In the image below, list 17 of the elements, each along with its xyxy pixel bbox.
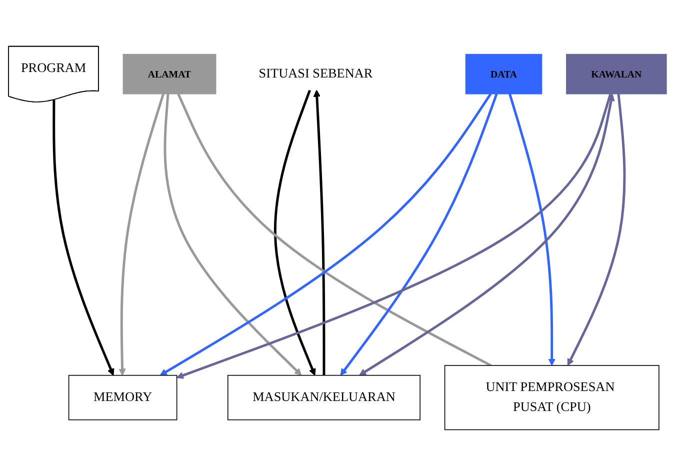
node-text: SITUASI SEBENAR — [258, 66, 373, 81]
node-box: MEMORY — [68, 374, 178, 420]
node-box: MASUKAN/KELUARAN — [227, 374, 420, 420]
arrow — [567, 94, 626, 366]
arrow — [359, 94, 615, 376]
arrow — [274, 90, 316, 376]
arrow — [176, 94, 612, 379]
arrow — [508, 94, 556, 366]
arrow — [313, 90, 326, 376]
node-box: DATA — [465, 54, 542, 94]
node-box: UNIT PEMPROSESAN PUSAT (CPU) — [444, 365, 660, 430]
node-box: KAWALAN — [566, 54, 667, 94]
arrow — [52, 100, 114, 376]
arrow — [340, 93, 498, 376]
node-box: ALAMAT — [122, 54, 216, 94]
arrow — [164, 94, 302, 376]
arrow — [118, 94, 165, 376]
